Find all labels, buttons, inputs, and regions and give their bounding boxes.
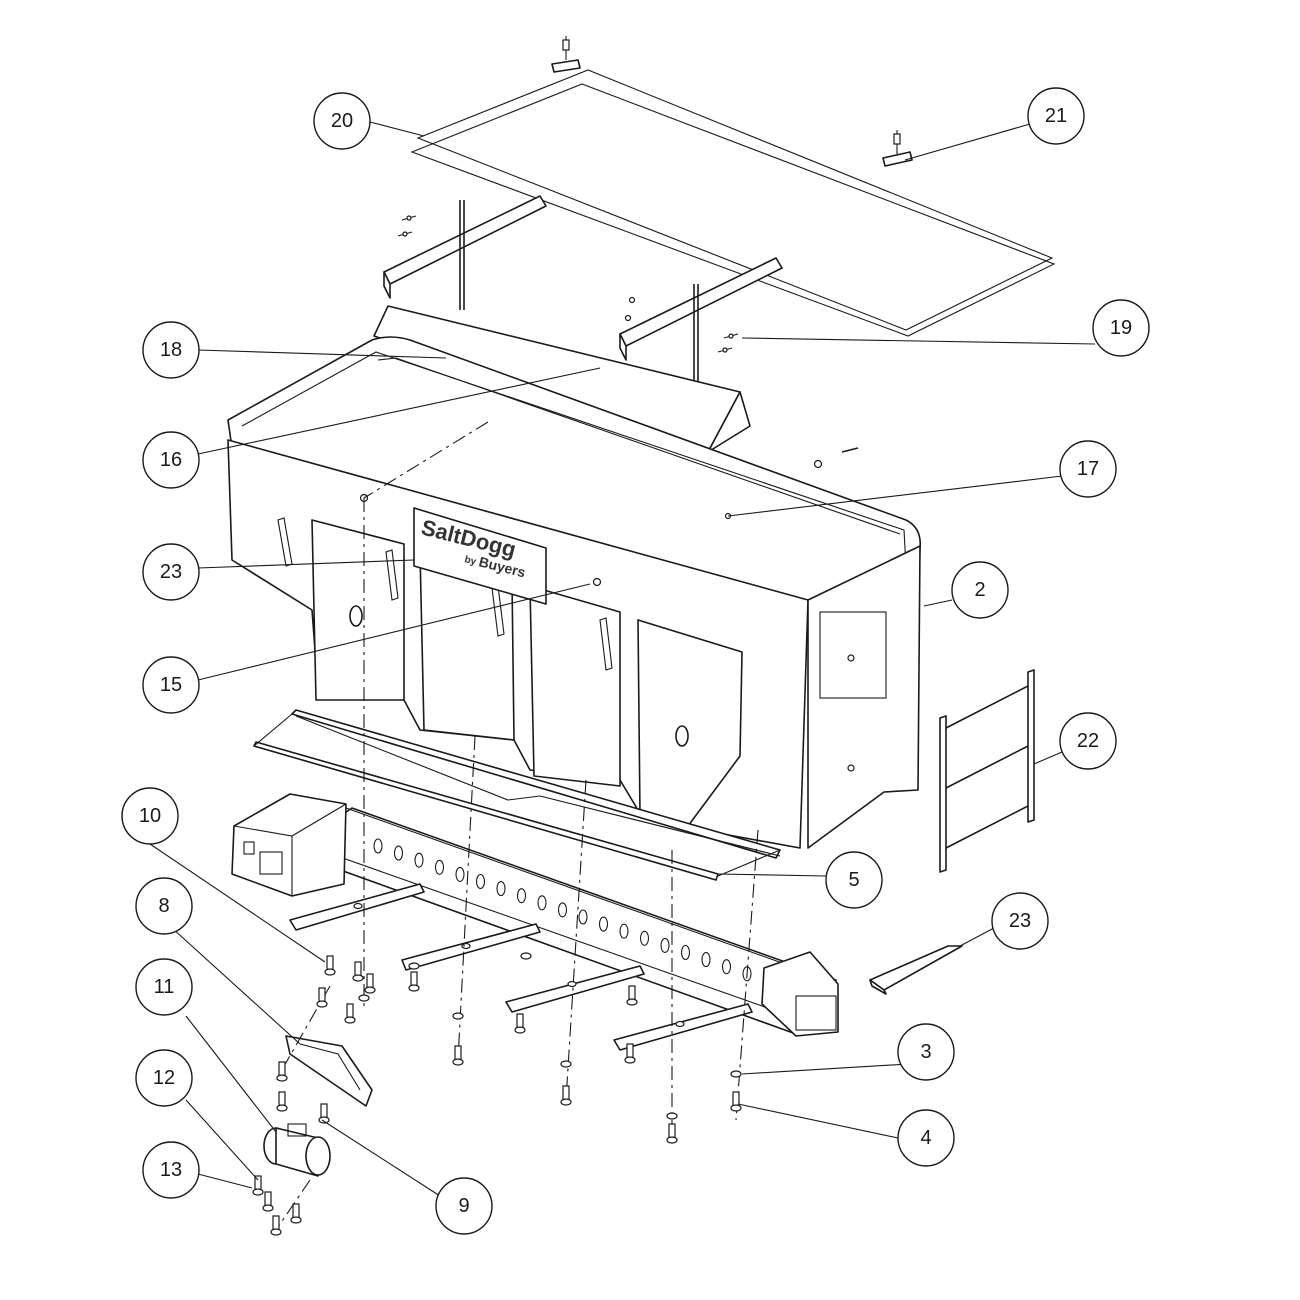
chain-guards xyxy=(289,883,753,1051)
svg-text:23: 23 xyxy=(1009,910,1031,932)
grate-clip-top xyxy=(551,36,581,73)
control-box xyxy=(231,793,347,897)
callout-9[interactable]: 9 xyxy=(435,1177,493,1235)
callout-19[interactable]: 19 xyxy=(1092,299,1150,357)
callout-11[interactable]: 11 xyxy=(135,958,193,1016)
leader-lines xyxy=(149,121,1096,1197)
ladder xyxy=(939,669,1035,873)
brand-by-line: by xyxy=(463,554,477,568)
hopper-body: SaltDogg by Buyers xyxy=(227,336,922,849)
callout-13[interactable]: 13 xyxy=(142,1141,200,1199)
svg-text:12: 12 xyxy=(153,1067,175,1089)
motor-mount xyxy=(285,1035,373,1107)
callout-5[interactable]: 5 xyxy=(825,851,883,909)
baffle-plate xyxy=(253,709,781,881)
callout-8[interactable]: 8 xyxy=(135,877,193,935)
svg-text:21: 21 xyxy=(1045,105,1067,127)
callout-4[interactable]: 4 xyxy=(897,1109,955,1167)
svg-text:8: 8 xyxy=(158,895,169,917)
callout-21[interactable]: 21 xyxy=(1027,87,1085,145)
callout-3[interactable]: 3 xyxy=(897,1023,955,1081)
svg-text:19: 19 xyxy=(1110,317,1132,339)
support-bars xyxy=(383,195,783,390)
svg-text:15: 15 xyxy=(160,674,182,696)
svg-text:18: 18 xyxy=(160,339,182,361)
callout-10[interactable]: 10 xyxy=(121,787,179,845)
svg-text:20: 20 xyxy=(331,110,353,132)
svg-text:13: 13 xyxy=(160,1159,182,1181)
callout-12[interactable]: 12 xyxy=(135,1049,193,1107)
callout-20[interactable]: 20 xyxy=(313,92,371,150)
fasteners xyxy=(252,952,742,1236)
top-grate xyxy=(410,69,1056,337)
callout-2[interactable]: 2 xyxy=(951,561,1009,619)
callout-23-lower[interactable]: 23 xyxy=(991,892,1049,950)
callouts: 20 21 19 18 16 17 23 2 15 22 10 5 8 23 1… xyxy=(121,87,1150,1235)
callout-22[interactable]: 22 xyxy=(1059,712,1117,770)
svg-text:22: 22 xyxy=(1077,730,1099,752)
svg-text:11: 11 xyxy=(154,976,175,998)
motor xyxy=(263,1123,331,1177)
svg-text:9: 9 xyxy=(458,1195,469,1217)
callout-23-upper[interactable]: 23 xyxy=(142,543,200,601)
svg-text:23: 23 xyxy=(160,561,182,583)
svg-text:10: 10 xyxy=(139,805,161,827)
svg-text:16: 16 xyxy=(160,449,182,471)
conveyor xyxy=(317,807,839,1037)
svg-text:4: 4 xyxy=(920,1127,931,1149)
svg-text:3: 3 xyxy=(920,1041,931,1063)
svg-text:17: 17 xyxy=(1077,458,1099,480)
callout-17[interactable]: 17 xyxy=(1059,440,1117,498)
assembly-lines xyxy=(275,421,759,1231)
grate-clip-21 xyxy=(882,130,913,167)
callout-15[interactable]: 15 xyxy=(142,656,200,714)
svg-text:2: 2 xyxy=(974,579,985,601)
side-bracket-23 xyxy=(869,945,963,995)
callout-18[interactable]: 18 xyxy=(142,321,200,379)
callout-16[interactable]: 16 xyxy=(142,431,200,489)
svg-text:5: 5 xyxy=(848,869,859,891)
